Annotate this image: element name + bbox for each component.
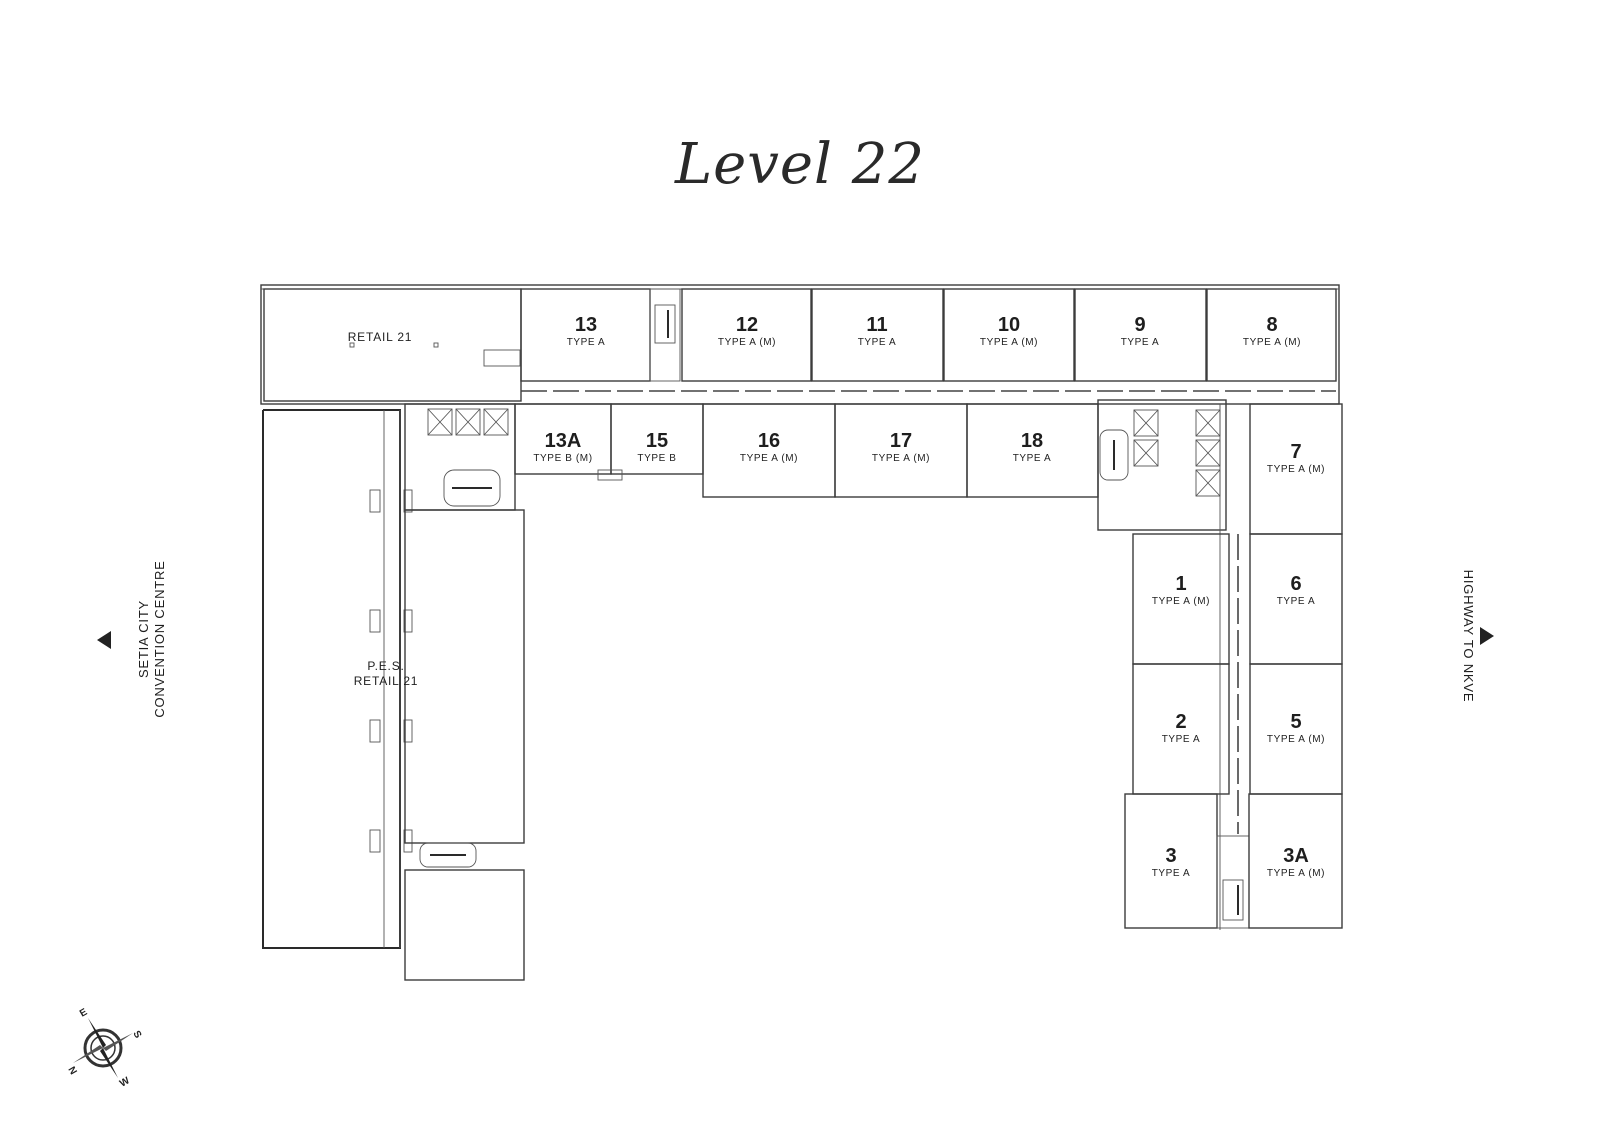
compass-north: N (65, 1065, 78, 1077)
unit-number: 3 (1165, 845, 1177, 867)
unit-number: 16 (757, 430, 781, 452)
unit-type: TYPE A (857, 337, 897, 348)
unit-type: TYPE A (M) (717, 337, 777, 348)
west-arrow-icon (97, 631, 111, 649)
west-line2: CONVENTION CENTRE (152, 560, 167, 718)
unit-type: TYPE A (M) (1266, 734, 1326, 745)
unit-type: TYPE B (M) (533, 453, 593, 464)
unit-type: TYPE A (M) (1266, 464, 1326, 475)
east-direction-label: HIGHWAY TO NKVE (1461, 569, 1476, 703)
pes-retail-label: P.E.S. RETAIL 21 (336, 659, 436, 689)
unit-number: 8 (1266, 314, 1278, 336)
unit-type: TYPE A (1151, 868, 1191, 879)
unit-type: TYPE A (1276, 596, 1316, 607)
unit-number: 10 (997, 314, 1021, 336)
unit-type: TYPE A (M) (1242, 337, 1302, 348)
unit-number: 13A (544, 430, 582, 452)
unit-number: 17 (889, 430, 913, 452)
unit-type: TYPE A (M) (739, 453, 799, 464)
compass-west: W (118, 1075, 132, 1090)
unit-type: TYPE A (566, 337, 606, 348)
unit-type: TYPE A (1120, 337, 1160, 348)
unit-number: 12 (735, 314, 759, 336)
unit-type: TYPE A (M) (871, 453, 931, 464)
unit-8-room[interactable] (1206, 288, 1337, 382)
unit-11-room[interactable] (811, 288, 944, 382)
stair-top (649, 288, 681, 382)
unit-type: TYPE A (M) (1151, 596, 1211, 607)
unit-number: 5 (1290, 711, 1302, 733)
west-line1: SETIA CITY (136, 599, 151, 679)
unit-type: TYPE A (1012, 453, 1052, 464)
retail-21-room[interactable] (263, 288, 522, 402)
compass-south: S (130, 1029, 143, 1041)
unit-number: 18 (1020, 430, 1044, 452)
unit-number: 13 (574, 314, 598, 336)
compass-east: E (78, 1007, 90, 1020)
unit-number: 1 (1175, 573, 1187, 595)
unit-number: 6 (1290, 573, 1302, 595)
pes-line1: P.E.S. (367, 659, 405, 673)
unit-type: TYPE A (1161, 734, 1201, 745)
unit-10-room[interactable] (943, 288, 1075, 382)
pes-line2: RETAIL 21 (353, 674, 419, 688)
page-title: Level 22 (674, 132, 926, 197)
unit-3a-room[interactable] (1248, 793, 1343, 929)
unit-number: 11 (866, 314, 888, 336)
retail-21-label: RETAIL 21 (347, 330, 413, 344)
compass-icon: E S W N (65, 1007, 143, 1090)
unit-type: TYPE A (M) (1266, 868, 1326, 879)
unit-number: 3A (1283, 845, 1309, 867)
unit-type: TYPE A (M) (979, 337, 1039, 348)
unit-type: TYPE B (637, 453, 677, 464)
unit-number: 2 (1175, 711, 1187, 733)
unit-number: 15 (645, 430, 669, 452)
stair-east (1216, 835, 1250, 929)
unit-number: 9 (1134, 314, 1146, 336)
unit-number: 7 (1290, 441, 1302, 463)
unit-9-room[interactable] (1074, 288, 1207, 382)
unit-12-room[interactable] (681, 288, 812, 382)
west-direction-label: SETIA CITY CONVENTION CENTRE (136, 559, 168, 719)
east-arrow-icon (1480, 627, 1494, 645)
